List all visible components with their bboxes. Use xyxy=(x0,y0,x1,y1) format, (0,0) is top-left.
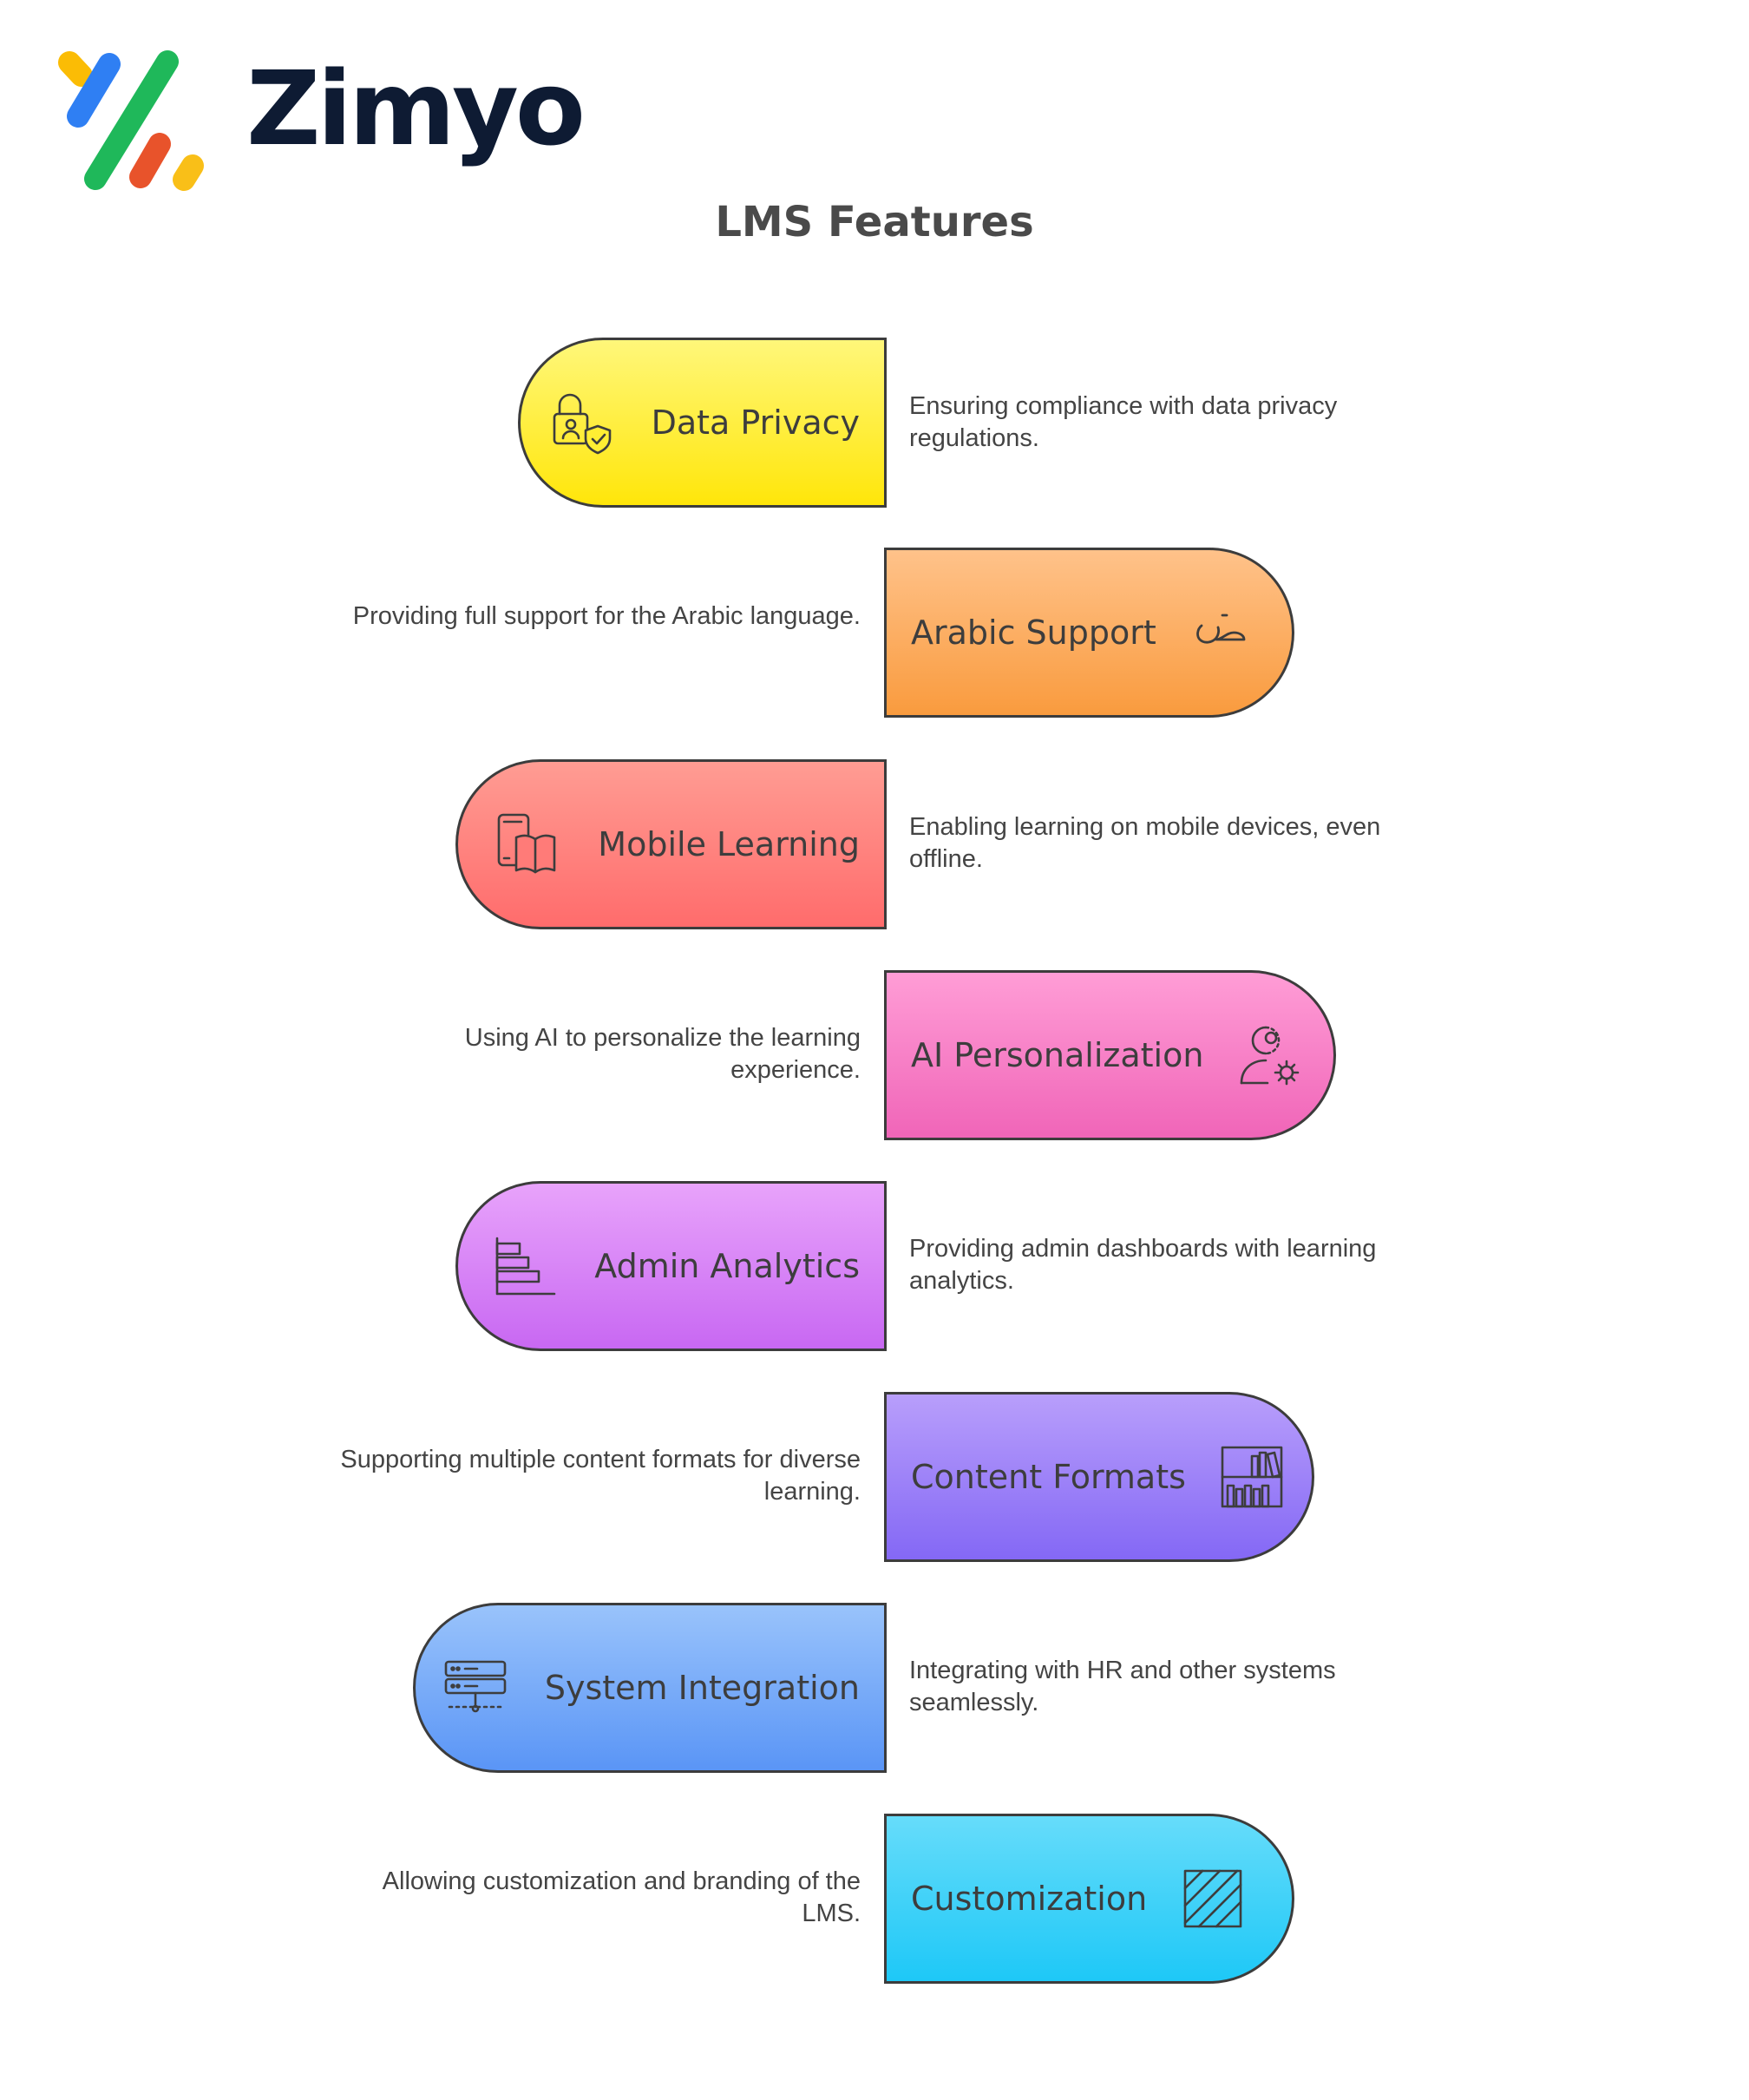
feature-ai-personalization: AI Personalization xyxy=(884,970,1336,1140)
hatched-square-icon xyxy=(1178,1864,1248,1933)
feature-label: Data Privacy xyxy=(651,404,860,442)
feature-data-privacy: Data Privacy xyxy=(518,338,887,508)
arabic-letter-icon xyxy=(1188,598,1257,667)
feature-description: Enabling learning on mobile devices, eve… xyxy=(909,813,1381,873)
feature-description: Providing full support for the Arabic la… xyxy=(352,602,861,630)
zimyo-mark-icon xyxy=(58,50,204,191)
feature-content-formats: Content Formats xyxy=(884,1392,1314,1562)
feature-label: System Integration xyxy=(544,1669,860,1707)
bar-chart-icon xyxy=(490,1231,560,1301)
feature-description: Using AI to personalize the learning exp… xyxy=(464,1024,861,1084)
brand-name: Zimyo xyxy=(246,49,586,168)
mobile-book-icon xyxy=(494,810,563,879)
feature-admin-analytics: Admin Analytics xyxy=(455,1181,887,1351)
feature-label: AI Personalization xyxy=(911,1036,1204,1074)
feature-label: Mobile Learning xyxy=(598,825,860,863)
brand-logo: Zimyo xyxy=(54,49,586,196)
ai-head-gear-icon xyxy=(1235,1020,1304,1090)
feature-customization: Customization xyxy=(884,1814,1294,1984)
server-network-icon xyxy=(441,1653,510,1723)
feature-description: Allowing customization and branding of t… xyxy=(382,1867,861,1927)
feature-description: Integrating with HR and other systems se… xyxy=(909,1657,1336,1716)
feature-label: Arabic Support xyxy=(911,614,1156,652)
feature-label: Content Formats xyxy=(911,1458,1186,1496)
lock-user-shield-icon xyxy=(547,388,617,457)
feature-description: Providing admin dashboards with learning… xyxy=(909,1235,1377,1295)
bookshelf-icon xyxy=(1217,1442,1287,1512)
feature-label: Admin Analytics xyxy=(594,1247,860,1285)
feature-description: Ensuring compliance with data privacy re… xyxy=(909,392,1338,452)
feature-description: Supporting multiple content formats for … xyxy=(340,1446,861,1506)
feature-system-integration: System Integration xyxy=(413,1603,887,1773)
page-title: LMS Features xyxy=(715,198,1034,246)
feature-mobile-learning: Mobile Learning xyxy=(455,759,887,929)
feature-arabic-support: Arabic Support xyxy=(884,548,1294,718)
feature-label: Customization xyxy=(911,1880,1148,1918)
